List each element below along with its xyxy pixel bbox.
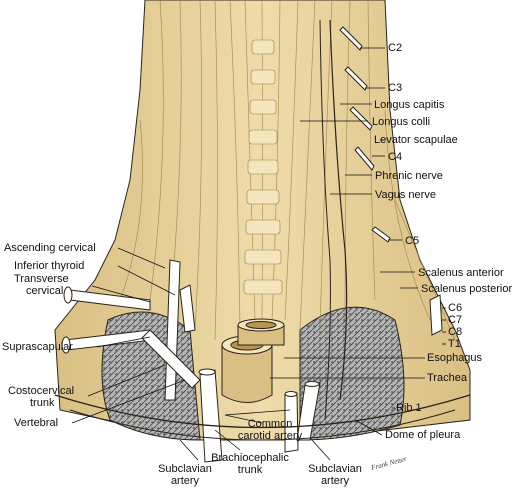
- phrenic-nerve: [329, 19, 348, 401]
- label-vagus-nerve: Vagus nerve: [375, 189, 436, 201]
- label-vertebral: Vertebral: [14, 417, 59, 429]
- label-subclavian-left-2: artery: [170, 475, 200, 487]
- label-costocervical-2: trunk: [30, 397, 55, 409]
- left-arteries: [64, 259, 201, 401]
- label-c3: C3: [388, 82, 403, 94]
- vertebral-bodies: [243, 39, 283, 295]
- cervical-nerves: [339, 26, 443, 336]
- label-trachea: Trachea: [427, 372, 467, 384]
- label-phrenic-nerve: Phrenic nerve: [375, 170, 443, 182]
- label-common-carotid-2: carotid artery: [237, 430, 303, 442]
- label-c5: C5: [405, 235, 420, 247]
- label-suprascapular: Suprascapular: [2, 341, 73, 353]
- label-scalenus-anterior: Scalenus anterior: [418, 267, 504, 279]
- label-common-carotid-1: Common: [247, 418, 293, 430]
- label-longus-colli: Longus colli: [372, 116, 431, 128]
- label-c8: C8: [448, 326, 463, 338]
- label-c6: C6: [448, 302, 463, 314]
- label-rib-1: Rib 1: [396, 402, 422, 414]
- label-scalenus-posterior: Scalenus posterior: [421, 283, 513, 295]
- vagus-nerve: [319, 19, 331, 421]
- rib-1-inner: [69, 409, 456, 441]
- label-inferior-thyroid: Inferior thyroid: [14, 260, 85, 272]
- vessel-ends: [61, 286, 73, 354]
- pleura-right: [299, 306, 405, 441]
- label-transverse-cervical-2: cervical: [26, 285, 64, 297]
- label-brachiocephalic-1: Brachiocephalic: [211, 452, 289, 464]
- label-c7: C7: [448, 314, 463, 326]
- label-subclavian-right-1: Subclavian: [308, 463, 362, 475]
- label-levator-scapulae: Levator scapulae: [374, 134, 458, 146]
- label-transverse-cervical-1: Transverse: [14, 273, 69, 285]
- leader-lines: [71, 47, 446, 461]
- trachea: [221, 335, 273, 403]
- label-c2: C2: [388, 42, 403, 54]
- label-dome-of-pleura: Dome of pleura: [385, 429, 461, 441]
- label-t1: T1: [448, 338, 461, 350]
- label-ascending-cervical: Ascending cervical: [4, 242, 96, 254]
- rib-1: [54, 394, 471, 429]
- label-c4: C4: [388, 151, 403, 163]
- label-esophagus: Esophagus: [427, 352, 483, 364]
- label-subclavian-right-2: artery: [320, 475, 350, 487]
- label-costocervical-1: Costocervical: [8, 385, 75, 397]
- esophagus: [237, 318, 285, 346]
- artist-signature: Frank Netter: [369, 455, 407, 472]
- label-longus-capitis: Longus capitis: [374, 99, 445, 111]
- label-subclavian-left-1: Subclavian: [158, 463, 212, 475]
- label-brachiocephalic-2: trunk: [237, 464, 263, 476]
